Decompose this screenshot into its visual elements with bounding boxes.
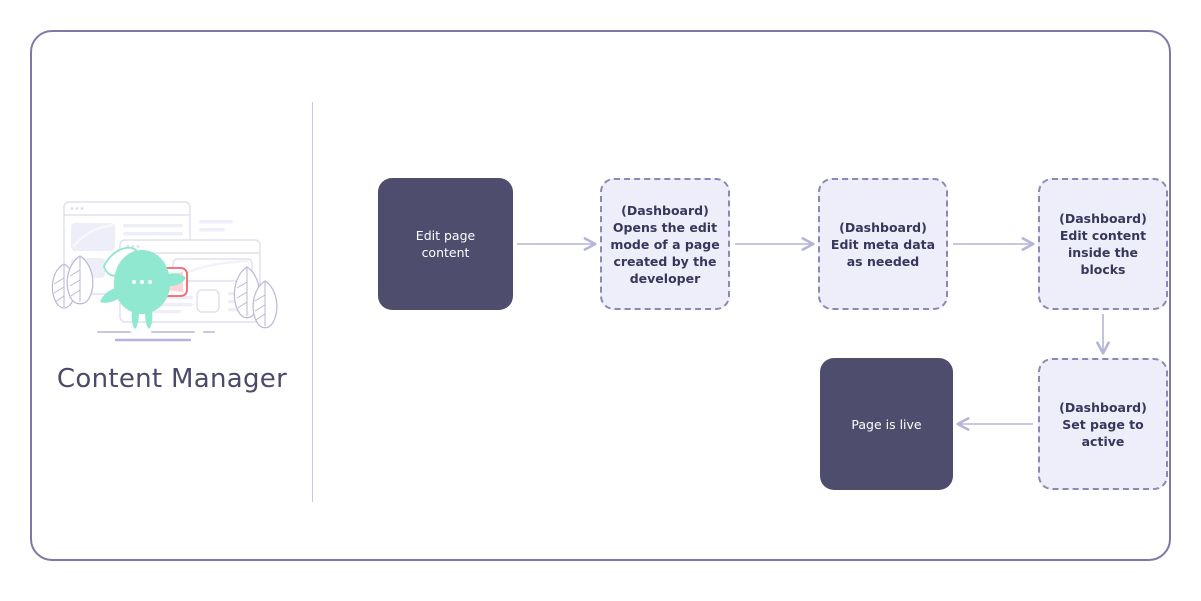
node-label: Edit page content: [415, 228, 476, 260]
leaf-left-front-veins: [53, 265, 65, 307]
flow-arrows: [517, 237, 1110, 431]
node-label: (Dashboard) Edit meta data as needed: [830, 219, 936, 269]
leaf-right-back-veins: [236, 268, 248, 316]
back-window-image-curve: [72, 223, 114, 248]
mascot-arm-right: [168, 273, 186, 287]
node-label: (Dashboard) Edit content inside the bloc…: [1059, 211, 1147, 277]
node-opens-edit-mode[interactable]: (Dashboard) Opens the edit mode of a pag…: [600, 178, 730, 310]
flowchart: Edit page content (Dashboard) Opens the …: [312, 32, 1173, 563]
front-window-dots: [126, 245, 140, 248]
vertical-divider: [312, 102, 313, 502]
node-edit-page-content[interactable]: Edit page content: [378, 178, 513, 310]
leaf-right-front-veins: [254, 282, 266, 326]
node-label: (Dashboard) Opens the edit mode of a pag…: [610, 202, 720, 286]
ground-lines: [97, 331, 215, 342]
left-panel: Content Manager: [32, 32, 312, 563]
page-frame: Content Manager Edit page content (Dashb…: [30, 30, 1171, 561]
mascot-face-dots: [132, 280, 152, 284]
mascot: [100, 246, 186, 329]
node-set-page-active[interactable]: (Dashboard) Set page to active: [1038, 358, 1168, 490]
node-edit-content-blocks[interactable]: (Dashboard) Edit content inside the bloc…: [1038, 178, 1168, 310]
node-edit-meta-data[interactable]: (Dashboard) Edit meta data as needed: [818, 178, 948, 310]
mascot-arm-left: [100, 288, 119, 303]
node-label: Page is live: [851, 416, 922, 432]
page-title: Content Manager: [56, 364, 288, 394]
content-manager-illustration: [42, 192, 302, 352]
mascot-legs: [131, 310, 153, 329]
back-window-dots: [70, 207, 84, 210]
floating-bars: [199, 220, 233, 232]
node-label: (Dashboard) Set page to active: [1059, 399, 1147, 449]
node-page-is-live[interactable]: Page is live: [820, 358, 953, 490]
leaf-left-back-veins: [69, 257, 81, 302]
